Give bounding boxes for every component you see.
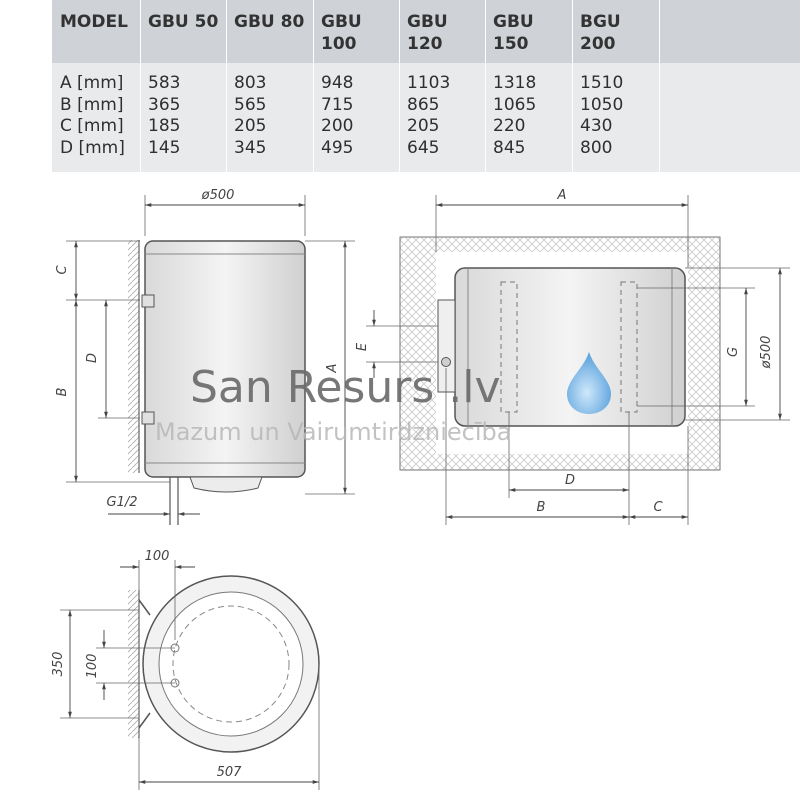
table-cell: 865 xyxy=(407,94,440,115)
table-cell: 220 xyxy=(493,116,526,136)
dim-label-a: A xyxy=(325,364,340,374)
dim-label-side-diameter: ø500 xyxy=(759,336,774,370)
row-label-b: B [mm] xyxy=(60,94,124,115)
table-cell: 645 xyxy=(407,137,440,158)
table-header-model-1: GBU 50 xyxy=(148,12,219,32)
wall-bracket-bottom xyxy=(141,411,155,425)
wall-brackets xyxy=(138,599,151,729)
row-label-d: D [mm] xyxy=(60,137,125,158)
dim-label-b: B xyxy=(55,387,70,396)
column-divider xyxy=(140,0,141,172)
dim-label-g: G xyxy=(726,347,741,357)
table-cell: 145 xyxy=(148,137,181,158)
table-cell: 565 xyxy=(234,94,267,115)
table-cell: 1103 xyxy=(407,73,451,93)
column-divider xyxy=(572,0,573,172)
column-values-6: 1510 1050 430 800 xyxy=(580,73,623,159)
dim-label-thread: G1/2 xyxy=(107,495,138,510)
side-view: A ø500 G E D B C xyxy=(355,188,790,525)
dim-label-diameter: ø500 xyxy=(201,188,235,203)
wall-hatch xyxy=(128,590,139,738)
mounting-plate xyxy=(437,299,456,393)
table-header-model: MODEL xyxy=(60,12,128,32)
table-cell: 803 xyxy=(234,73,267,93)
row-label-c: C [mm] xyxy=(60,116,124,136)
dim-label-depth: 350 xyxy=(51,652,66,677)
table-cell: 715 xyxy=(321,94,354,115)
table-cell: 495 xyxy=(321,137,354,158)
table-cell: 1318 xyxy=(493,73,537,93)
row-label-a: A [mm] xyxy=(60,73,124,93)
table-cell: 1065 xyxy=(493,94,537,115)
column-divider xyxy=(399,0,400,172)
dim-label-width: 507 xyxy=(217,765,243,780)
table-cell: 365 xyxy=(148,94,181,115)
top-view: 100 350 100 507 xyxy=(51,549,320,790)
water-drop-logo xyxy=(567,352,611,414)
dim-label-spacing: 100 xyxy=(85,654,100,679)
table-header-model-2: GBU 80 xyxy=(234,12,305,32)
table-cell: 205 xyxy=(407,116,440,136)
column-values-3: 948 715 200 495 xyxy=(321,73,353,159)
watermark: San Resurs .lv Mazum un Vairumtirdzniecī… xyxy=(155,352,611,446)
table-cell: 345 xyxy=(234,137,267,158)
hidden-flange xyxy=(172,605,290,723)
tank-inner-circle xyxy=(158,591,304,737)
column-divider xyxy=(485,0,486,172)
front-view: ø500 C D B A G1/2 xyxy=(55,188,355,525)
watermark-title: San Resurs .lv xyxy=(190,362,501,413)
row-labels: A [mm] B [mm] C [mm] D [mm] xyxy=(60,73,125,159)
dim-label-side-a: A xyxy=(557,188,567,203)
column-values-2: 803 565 205 345 xyxy=(234,73,266,159)
table-cell: 200 xyxy=(321,116,354,136)
watermark-subtitle: Mazum un Vairumtirdzniecība xyxy=(155,418,511,446)
control-cover xyxy=(189,476,263,493)
table-cell: 185 xyxy=(148,116,181,136)
table-cell: 845 xyxy=(493,137,526,158)
table-cell: 800 xyxy=(580,137,613,158)
column-divider xyxy=(313,0,314,172)
table-cell: 1510 xyxy=(580,73,624,93)
table-cell: 205 xyxy=(234,116,267,136)
dim-label-side-d: D xyxy=(565,473,575,488)
table-header-band xyxy=(52,0,800,63)
column-values-4: 1103 865 205 645 xyxy=(407,73,450,159)
table-cell: 583 xyxy=(148,73,181,93)
column-values-5: 1318 1065 220 845 xyxy=(493,73,536,159)
column-values-1: 583 365 185 145 xyxy=(148,73,180,159)
table-cell: 430 xyxy=(580,116,613,136)
dim-label-d: D xyxy=(85,353,100,363)
dim-label-side-c: C xyxy=(653,500,663,515)
dim-label-e: E xyxy=(355,342,370,351)
dim-label-side-b: B xyxy=(537,500,546,515)
column-divider xyxy=(659,0,660,172)
wall-bracket-top xyxy=(141,294,155,308)
dim-label-c: C xyxy=(55,265,70,275)
column-divider xyxy=(226,0,227,172)
wall-hatch xyxy=(128,240,139,473)
inlet-fitting xyxy=(441,357,451,367)
table-cell: 948 xyxy=(321,73,354,93)
table-cell: 1050 xyxy=(580,94,624,115)
dim-label-offset: 100 xyxy=(145,549,170,564)
